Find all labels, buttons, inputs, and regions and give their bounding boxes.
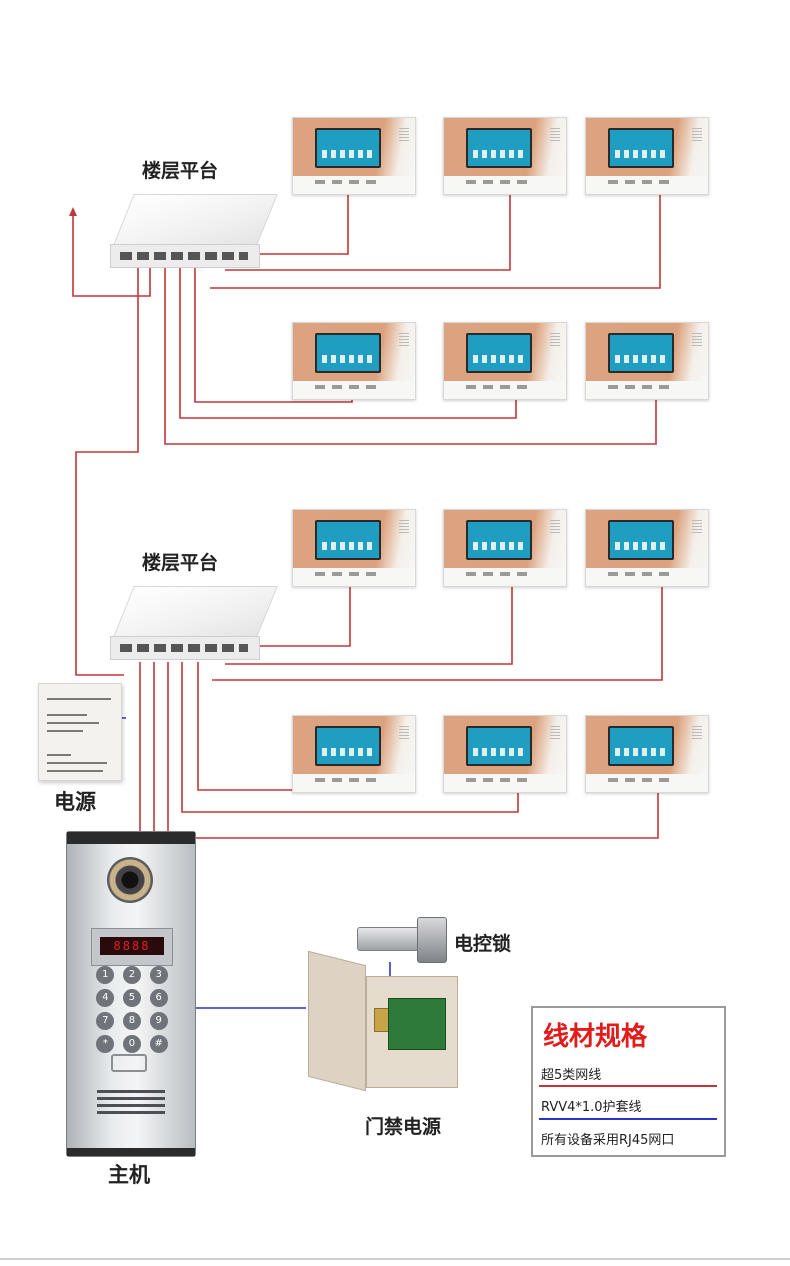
keypad-key: 3	[149, 966, 168, 984]
speaker-grille-icon	[550, 520, 560, 534]
access-control-power-box	[308, 950, 458, 1098]
monitor-screen	[608, 333, 674, 373]
cable-spec-rule	[539, 1085, 717, 1087]
camera-icon	[107, 857, 153, 903]
wire-row3-monitor2	[225, 583, 513, 665]
wire-row4-monitor3	[167, 662, 659, 839]
keypad-key: *	[96, 1035, 115, 1053]
keypad-key: 5	[122, 989, 141, 1007]
cable-spec-title: 线材规格	[543, 1022, 648, 1052]
monitor-screen	[466, 520, 532, 560]
indoor-monitor	[585, 715, 709, 793]
monitor-screen	[466, 726, 532, 766]
wire-row1-monitor2	[225, 191, 511, 271]
speaker-grille-icon	[692, 333, 702, 347]
floor-platform-switch-bottom	[106, 586, 278, 660]
monitor-screen	[466, 128, 532, 168]
circuit-board-icon	[388, 998, 446, 1050]
monitor-screen	[315, 128, 381, 168]
indoor-monitor	[443, 322, 567, 400]
indoor-monitor	[443, 715, 567, 793]
wire-row4-monitor2	[181, 662, 519, 813]
keypad-key: 6	[149, 989, 168, 1007]
speaker-grille-icon	[97, 1090, 165, 1118]
wire-row2-monitor2	[179, 268, 517, 419]
wire-row3-monitor3	[212, 583, 663, 681]
speaker-grille-icon	[550, 128, 560, 142]
monitor-screen	[315, 333, 381, 373]
keypad-key: 9	[149, 1012, 168, 1030]
door-station-host: 8888 1 2 3 4 5 6 7 8 9 * 0 #	[66, 831, 196, 1157]
monitor-screen	[466, 333, 532, 373]
footer-divider	[0, 1258, 790, 1260]
indoor-monitor	[292, 509, 416, 587]
wire-riser-up	[72, 214, 151, 297]
monitor-screen	[608, 520, 674, 560]
speaker-grille-icon	[399, 128, 409, 142]
wire-arrow-up	[69, 207, 77, 216]
monitor-screen	[315, 520, 381, 560]
access-power-label: 门禁电源	[365, 1116, 442, 1138]
keypad-key: #	[149, 1035, 168, 1053]
keypad-key: 2	[122, 966, 141, 984]
indoor-monitor	[585, 322, 709, 400]
speaker-grille-icon	[550, 726, 560, 740]
cable-spec-row: RVV4*1.0护套线	[541, 1100, 642, 1115]
floor-platform-label-top: 楼层平台	[142, 160, 219, 182]
wire-riser-down	[75, 268, 139, 676]
cable-spec-box: 线材规格 超5类网线 RVV4*1.0护套线 所有设备采用RJ45网口	[531, 1006, 726, 1157]
speaker-grille-icon	[399, 520, 409, 534]
floor-platform-switch-top	[106, 194, 278, 268]
indoor-monitor	[443, 117, 567, 195]
power-supply-label: 电源	[54, 790, 96, 814]
keypad: 1 2 3 4 5 6 7 8 9 * 0 #	[93, 966, 171, 1056]
monitor-screen	[608, 128, 674, 168]
digit-readout: 8888	[100, 937, 164, 955]
monitor-screen	[608, 726, 674, 766]
indoor-monitor	[292, 322, 416, 400]
indoor-monitor	[292, 715, 416, 793]
host-label: 主机	[108, 1163, 150, 1187]
floor-platform-label-bottom: 楼层平台	[142, 552, 219, 574]
wire-row1-monitor3	[210, 191, 661, 289]
card-reader-icon	[111, 1054, 147, 1072]
speaker-grille-icon	[399, 726, 409, 740]
power-supply-unit	[38, 683, 122, 781]
cable-spec-row: 超5类网线	[541, 1068, 602, 1083]
speaker-grille-icon	[550, 333, 560, 347]
monitor-screen	[315, 726, 381, 766]
cable-spec-rule	[539, 1118, 717, 1120]
electric-lock	[357, 917, 447, 963]
wire-row1-monitor1	[240, 191, 349, 255]
speaker-grille-icon	[692, 128, 702, 142]
speaker-grille-icon	[692, 726, 702, 740]
keypad-key: 4	[96, 989, 115, 1007]
indoor-monitor	[292, 117, 416, 195]
wire-row2-monitor3	[164, 268, 657, 445]
keypad-key: 1	[96, 966, 115, 984]
electric-lock-label: 电控锁	[454, 933, 512, 955]
keypad-key: 7	[96, 1012, 115, 1030]
indoor-monitor	[585, 117, 709, 195]
indoor-monitor	[585, 509, 709, 587]
keypad-key: 8	[122, 1012, 141, 1030]
speaker-grille-icon	[692, 520, 702, 534]
cable-spec-row: 所有设备采用RJ45网口	[541, 1133, 675, 1148]
wire-row3-monitor1	[240, 583, 351, 647]
keypad-key: 0	[122, 1035, 141, 1053]
speaker-grille-icon	[399, 333, 409, 347]
rj45-ports-icon	[120, 252, 248, 260]
digit-display: 8888	[91, 928, 173, 966]
rj45-ports-icon	[120, 644, 248, 652]
indoor-monitor	[443, 509, 567, 587]
